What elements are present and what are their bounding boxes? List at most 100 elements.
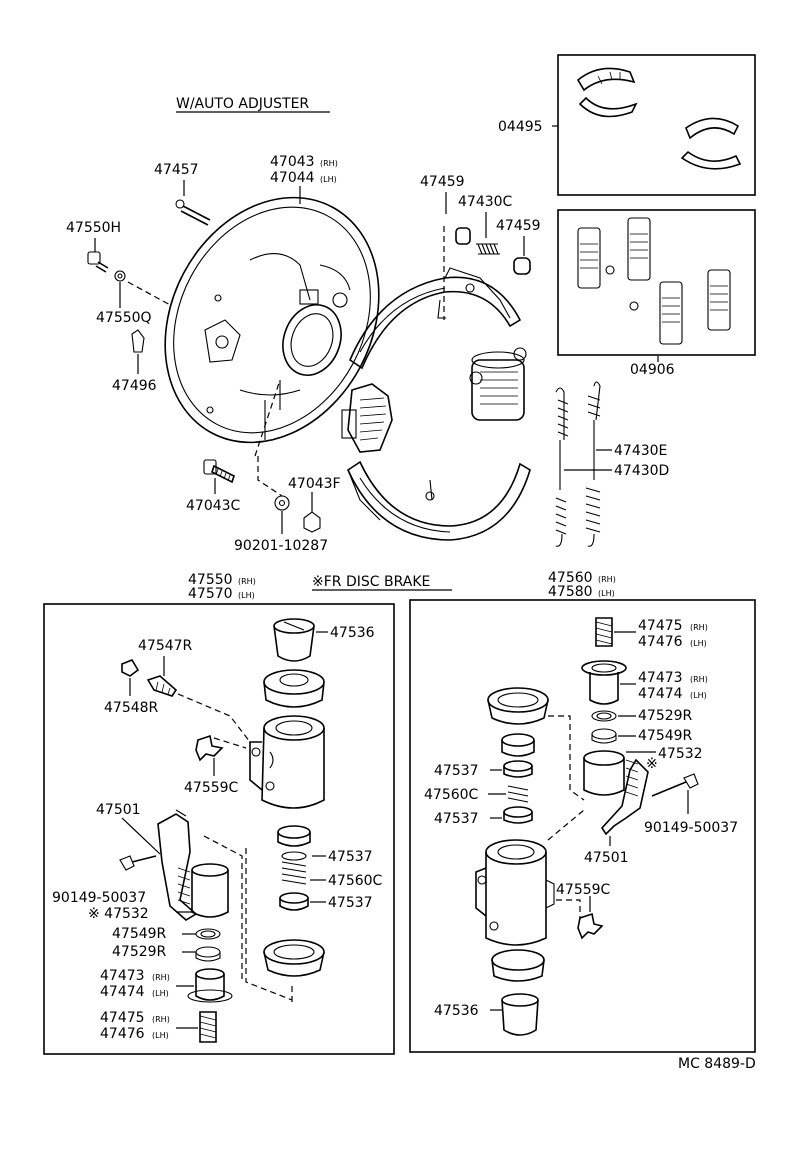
kit-box-04495 (557, 54, 756, 196)
screw-90149-left (119, 855, 135, 871)
bolt-47550h (87, 251, 109, 273)
label-47044: 47044 (270, 170, 315, 186)
screw-47475-right (595, 617, 613, 647)
label-47560c: 47560C (424, 787, 479, 803)
label-47548r: 47548R (104, 700, 159, 716)
label-lh: (LH) (598, 589, 615, 598)
adjuster-47473-right (581, 660, 627, 705)
label-47550q: 47550Q (96, 310, 152, 326)
label-47549r: 47549R (112, 926, 167, 942)
ring-47529r-right (591, 710, 617, 722)
adjuster-47473-left (187, 968, 233, 1003)
label-47043f: 47043F (288, 476, 341, 492)
label-47529r: 47529R (638, 708, 693, 724)
seal-47549r-left (195, 928, 221, 940)
label-47580: 47580 (548, 584, 593, 600)
boot-left (263, 669, 325, 708)
clip-47559c-right (577, 912, 604, 940)
label-lh-2: (LH) (152, 989, 169, 998)
shoe-set-icon (576, 67, 742, 170)
brake-shoe-upper (349, 267, 522, 370)
label-47430e: 47430E (614, 443, 667, 459)
caliper-body-right (475, 839, 555, 946)
screw-90149-right (683, 773, 699, 789)
dash-line (548, 715, 585, 801)
nut-47043f (303, 511, 321, 533)
label-90149: 90149-50037 (52, 890, 146, 906)
cylinder-kit-icon (577, 217, 731, 345)
label-47473: 47473 (100, 968, 145, 984)
dash-line (177, 693, 251, 743)
dash-line (257, 456, 283, 497)
label-lh-2: (LH) (690, 639, 707, 648)
seal-47537-right-b (503, 760, 533, 778)
label-47475: 47475 (638, 618, 683, 634)
label-47457: 47457 (154, 162, 199, 178)
seal-47537-right-c (503, 806, 533, 824)
left-caliper-box (43, 603, 395, 1055)
label-47043: 47043 (270, 154, 315, 170)
dash-line (213, 737, 247, 749)
label-lh-3: (LH) (690, 691, 707, 700)
label-47532: 47532 (658, 746, 703, 762)
label-lh-3: (LH) (152, 1031, 169, 1040)
adjuster-cylinder-right (583, 750, 639, 797)
wheel-cylinder (469, 347, 527, 421)
spring-47560c-right (507, 785, 529, 803)
label-rh: (RH) (238, 577, 256, 586)
label-rh: (RH) (598, 575, 616, 584)
spring-47560c-left (281, 851, 307, 885)
label-47559c: 47559C (556, 882, 611, 898)
return-springs (555, 381, 612, 547)
label-47537a: 47537 (328, 849, 373, 865)
label-47550h: 47550H (66, 220, 121, 236)
dash-line (127, 281, 173, 307)
ring-47529r-left (195, 946, 221, 962)
label-47570: 47570 (188, 586, 233, 602)
label-47459a: 47459 (420, 174, 465, 190)
label-47474: 47474 (638, 686, 683, 702)
label-47537b: 47537 (328, 895, 373, 911)
label-47476: 47476 (638, 634, 683, 650)
washer-90201 (274, 495, 290, 511)
label-47501: 47501 (96, 802, 141, 818)
label-47430d: 47430D (614, 463, 669, 479)
piston-47536-left (273, 618, 315, 662)
header-fr-disc-brake: ※FR DISC BRAKE (312, 574, 430, 590)
seal-47537-left-a (277, 825, 311, 847)
screw-47475-left (199, 1011, 217, 1043)
plug-47496 (131, 329, 145, 353)
label-rh-2: (RH) (152, 973, 170, 982)
label-47537b: 47537 (434, 811, 479, 827)
label-47532: ※ 47532 (88, 906, 149, 922)
caliper-body-left (249, 715, 325, 809)
label-47043c: 47043C (186, 498, 241, 514)
label-47560c: 47560C (328, 873, 383, 889)
label-47536: 47536 (434, 1003, 479, 1019)
label-rh: (RH) (320, 159, 338, 168)
cup-right-bottom (491, 949, 545, 982)
label-47560: 47560 (548, 570, 593, 586)
label-47430c: 47430C (458, 194, 513, 210)
brake-shoe-lower (346, 460, 531, 541)
label-47537a: 47537 (434, 763, 479, 779)
bolt-47043c (203, 459, 235, 484)
seal-47537-right-a (501, 733, 535, 757)
label-47529r: 47529R (112, 944, 167, 960)
seal-47537-left-b (279, 892, 309, 911)
kit-box-04906 (557, 209, 756, 356)
label-90201: 90201-10287 (234, 538, 328, 554)
label-47496: 47496 (112, 378, 157, 394)
dash-line (254, 379, 281, 457)
dash-line (547, 809, 585, 841)
label-90149: 90149-50037 (644, 820, 738, 836)
bolt-47457 (175, 199, 211, 226)
label-rh-2: (RH) (690, 623, 708, 632)
dash-line (245, 848, 293, 1001)
header-auto-adjuster: W/AUTO ADJUSTER (176, 96, 309, 112)
cap-47459b (513, 257, 531, 275)
cup-right-top (487, 687, 549, 725)
dash-line (556, 899, 581, 918)
